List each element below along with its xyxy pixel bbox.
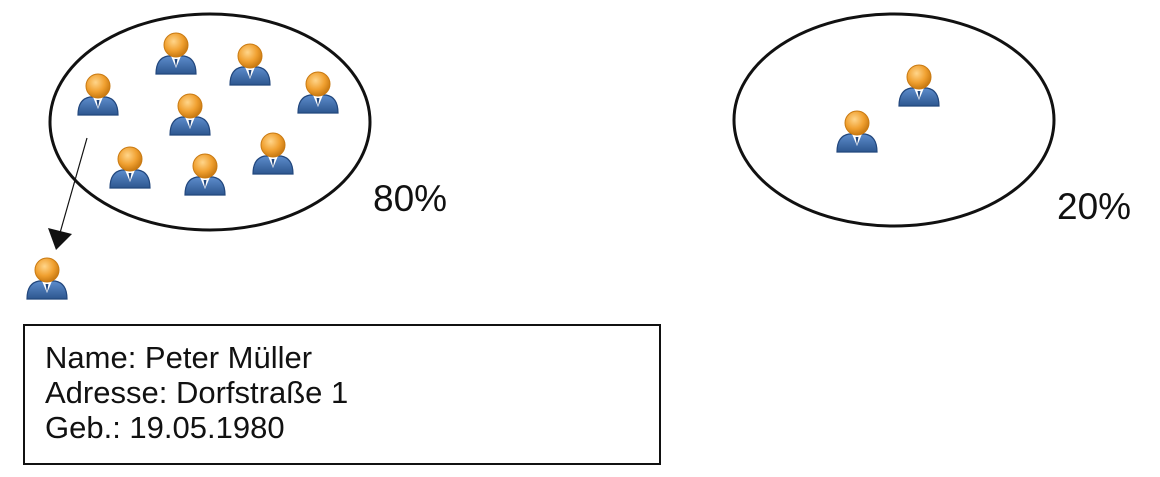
person-record-box: Name: Peter Müller Adresse: Dorfstraße 1… [23, 324, 661, 465]
person-icon [184, 153, 226, 196]
person-icon [169, 93, 211, 136]
person-icon [252, 132, 294, 175]
record-name: Name: Peter Müller [45, 340, 313, 375]
group-ellipse-minority [732, 12, 1056, 228]
person-icon [229, 43, 271, 86]
person-icon [109, 146, 151, 189]
record-address: Adresse: Dorfstraße 1 [45, 375, 349, 410]
person-icon [155, 32, 197, 75]
arrow-head [48, 228, 72, 250]
record-birth-date: Geb.: 19.05.1980 [45, 410, 285, 445]
person-icon [836, 110, 878, 153]
arrow-icon [57, 137, 88, 241]
person-icon [898, 64, 940, 107]
person-icon [26, 257, 68, 300]
person-icon [77, 73, 119, 116]
group-ellipse-majority [48, 12, 372, 232]
percent-label-majority: 80% [373, 178, 448, 219]
percent-label-minority: 20% [1057, 186, 1132, 227]
person-icon [297, 71, 339, 114]
